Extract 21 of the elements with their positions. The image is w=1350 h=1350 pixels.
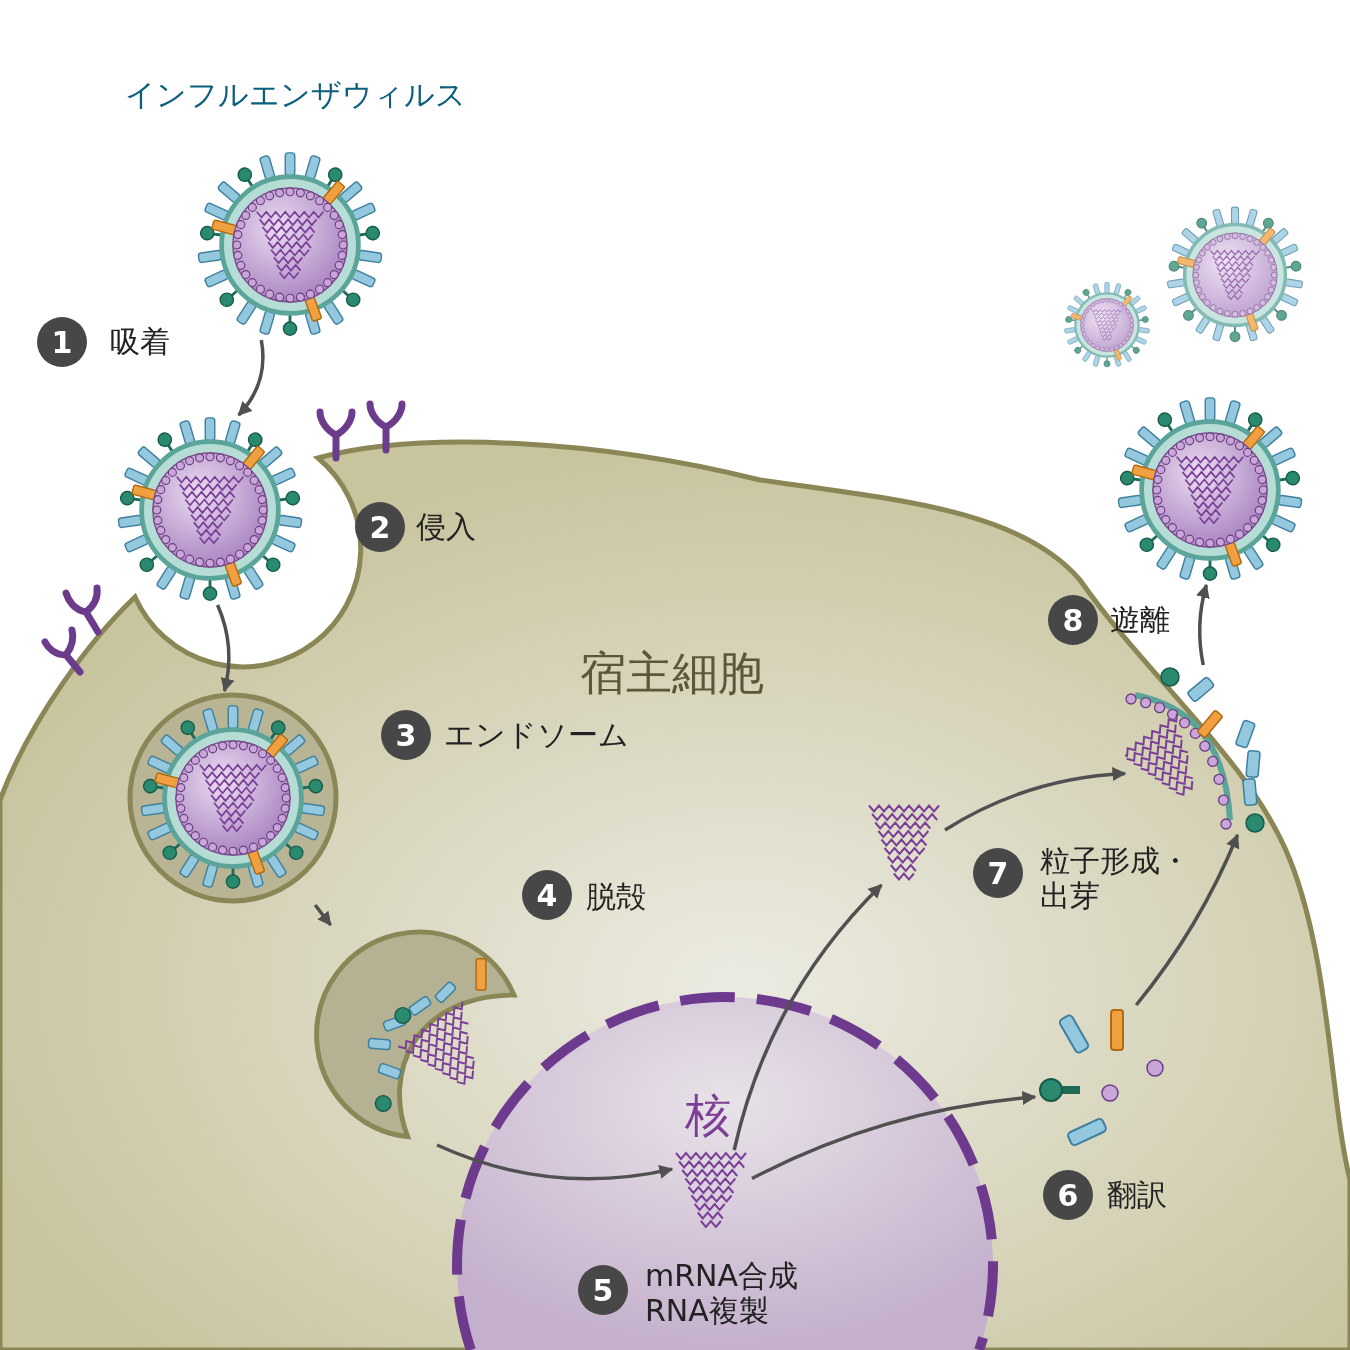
arrow	[944, 767, 1127, 832]
step-label: mRNA合成	[645, 1258, 799, 1294]
step-label: 脱殻	[586, 879, 646, 915]
step-number-badge: 1	[37, 317, 87, 367]
arrow	[436, 1143, 674, 1181]
step-label: 吸着	[110, 324, 170, 360]
step-label: エンドソーム	[444, 717, 629, 753]
arrow	[313, 903, 332, 927]
step-label: RNA複製	[645, 1293, 769, 1329]
arrow	[1196, 583, 1210, 666]
arrow	[215, 604, 235, 693]
arrow	[732, 883, 883, 1151]
step-label: 侵入	[416, 509, 476, 545]
arrow	[1134, 833, 1240, 1007]
step-label: 粒子形成・出芽	[1040, 843, 1191, 913]
arrow	[751, 1091, 1037, 1181]
step-label: 遊離	[1110, 602, 1170, 638]
virus-name-label: インフルエンザウィルス	[125, 80, 466, 110]
nucleus-label: 核	[685, 1092, 731, 1138]
region-label: 宿主細胞	[580, 650, 764, 696]
step-label: 翻訳	[1107, 1177, 1167, 1213]
